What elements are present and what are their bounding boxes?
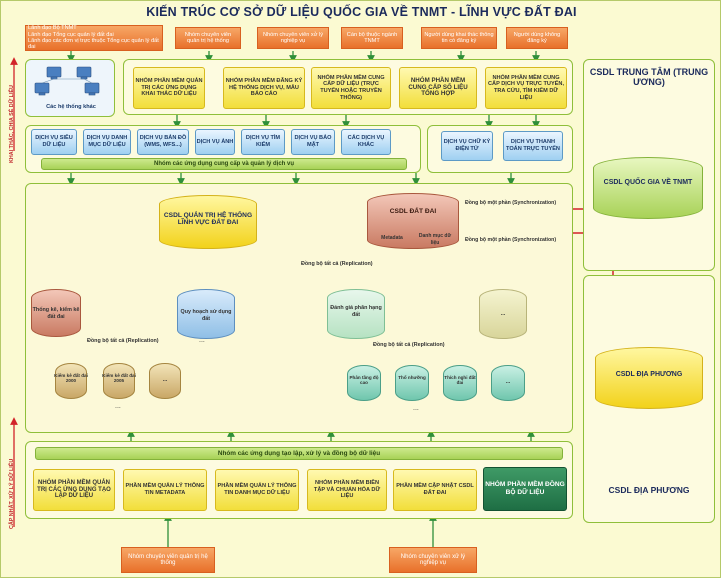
user-anonymous: Người dùng không đăng ký — [506, 27, 568, 49]
local-db-cylinder — [595, 347, 703, 409]
db-planning — [177, 289, 235, 339]
software-edit: NHÓM PHẦN MỀM BIÊN TẬP VÀ CHUẨN HÓA DỮ L… — [307, 469, 387, 511]
db-kiemke-2000-label: Kiểm kê đất đai 2000 — [54, 373, 88, 384]
db-soil-label: Thổ nhưỡng — [398, 375, 426, 380]
db-other-label: ... — [500, 311, 506, 317]
other-systems-panel: Các hệ thống khác — [25, 59, 115, 117]
replication-label-left: Đồng bộ tất cả (Replication) — [87, 338, 159, 344]
db-kiemke-2000 — [55, 363, 87, 399]
service-map: DỊCH VỤ BẢN ĐỒ (WMS, WFS...) — [137, 129, 189, 155]
ellipsis-danhgia: ... — [413, 405, 419, 412]
db-elevation-label: Phân tầng độ cao — [349, 375, 379, 386]
db-kiemke-2005-label: Kiểm kê đất đai 2005 — [102, 373, 136, 384]
page-title: KIẾN TRÚC CƠ SỞ DỮ LIỆU QUỐC GIA VỀ TNMT… — [146, 5, 577, 19]
db-elevation — [347, 365, 381, 401]
local-db-label: CSDL ĐỊA PHƯƠNG — [615, 371, 683, 378]
db-planning-label: Quy hoạch sử dụng đất — [180, 309, 232, 322]
db-eval-other-label: ... — [505, 379, 511, 385]
land-db-metadata: Metadata — [381, 235, 403, 241]
bottom-user-specialist: Nhóm chuyên viên xử lý nghiệp vụ — [389, 547, 477, 573]
central-db-title: CSDL TRUNG TÂM (TRUNG ƯƠNG) — [589, 67, 709, 87]
db-kiemke-other-label: ... — [162, 377, 168, 383]
software-metadata: PHẦN MỀM QUẢN LÝ THÔNG TIN METADATA — [123, 469, 207, 511]
db-kiemke-2005 — [103, 363, 135, 399]
db-other — [479, 289, 527, 339]
software-create-admin: NHÓM PHẦN MỀM QUẢN TRỊ CÁC ỨNG DỤNG TẠO … — [33, 469, 115, 511]
software-sync: NHÓM PHẦN MỀM ĐỒNG BỘ DỮ LIỆU — [483, 467, 567, 511]
db-soil — [395, 365, 429, 401]
software-data-supply: NHÓM PHẦN MỀM CUNG CẤP DỮ LIỆU (TRỰC TUY… — [311, 67, 391, 109]
service-payment: DỊCH VỤ THANH TOÁN TRỰC TUYẾN — [503, 131, 563, 161]
computer-icons — [34, 66, 100, 96]
db-kiemke-other — [149, 363, 181, 399]
service-metadata: DỊCH VỤ SIÊU DỮ LIỆU — [31, 129, 77, 155]
db-suitability-label: Thích nghi đất đai — [444, 375, 476, 386]
national-db-cylinder — [593, 157, 703, 219]
software-online: NHÓM PHẦN MỀM CUNG CẤP DỊCH VỤ TRỰC TUYẾ… — [485, 67, 567, 109]
land-db-catalog: Danh mục dữ liệu — [418, 233, 452, 246]
software-summary: NHÓM PHẦN MỀM CUNG CẤP SỐ LIỆU TỔNG HỢP — [399, 67, 477, 109]
software-update: PHẦN MỀM CẬP NHẬT CSDL ĐẤT ĐAI — [393, 469, 477, 511]
user-staff: Cán bộ thuộc ngành TNMT — [341, 27, 403, 49]
replication-label-right: Đồng bộ tất cả (Replication) — [373, 342, 445, 348]
admin-db-label: CSDL QUẢN TRỊ HỆ THỐNG LĨNH VỰC ĐẤT ĐAI — [163, 212, 253, 226]
user-registered: Người dùng khai thác thông tin có đăng k… — [421, 27, 497, 49]
ellipsis-planning: ... — [199, 337, 205, 344]
replication-label-main: Đồng bộ tất cả (Replication) — [301, 261, 373, 267]
software-register: NHÓM PHẦN MỀM ĐĂNG KÝ HỆ THỐNG DỊCH VỤ, … — [223, 67, 305, 109]
software-catalog: PHẦN MỀM QUẢN LÝ THÔNG TIN DANH MỤC DỮ L… — [215, 469, 299, 511]
db-statistics-label: Thống kê, kiểm kê đất đai — [32, 307, 80, 320]
ellipsis-kiemke: ... — [115, 403, 121, 410]
db-eval-other — [491, 365, 525, 401]
services-bar: Nhóm các ứng dụng cung cấp và quản lý dị… — [41, 158, 407, 170]
service-other: CÁC DỊCH VỤ KHÁC — [341, 129, 391, 155]
national-db-label: CSDL QUỐC GIA VỀ TNMT — [603, 179, 693, 186]
db-assessment-label: Đánh giá phân hạng đất — [330, 305, 382, 318]
sync-label-out: Đồng bộ một phần (Synchronization) — [465, 200, 557, 206]
service-esign: DỊCH VỤ CHỮ KÝ ĐIỆN TỬ — [441, 131, 493, 161]
land-db-cylinder — [367, 193, 459, 249]
land-db-title: CSDL ĐẤT ĐAI — [389, 208, 437, 215]
service-catalog: DỊCH VỤ DANH MỤC DỮ LIỆU — [83, 129, 131, 155]
service-security: DỊCH VỤ BẢO MẬT — [291, 129, 335, 155]
bottom-user-sysadmin: Nhóm chuyên viên quản trị hệ thống — [121, 547, 215, 573]
other-systems-label: Các hệ thống khác — [46, 104, 96, 110]
side-label-bottom: CẬP NHẬT, XỬ LÝ DỮ LIỆU — [9, 458, 15, 529]
service-image: DỊCH VỤ ẢNH — [195, 129, 235, 155]
bottom-bar: Nhóm các ứng dụng tạo lập, xử lý và đồng… — [35, 447, 563, 460]
admin-db-cylinder — [159, 195, 257, 249]
local-db-title: CSDL ĐỊA PHƯƠNG — [608, 485, 690, 495]
side-label-top: KHAI THÁC, CHIA SẺ DỮ LIỆU — [9, 85, 15, 163]
db-assessment — [327, 289, 385, 339]
sync-label-in: Đồng bộ một phần (Synchronization) — [465, 237, 557, 243]
software-admin-apps: NHÓM PHẦN MỀM QUẢN TRỊ CÁC ỨNG DỤNG KHAI… — [133, 67, 205, 109]
user-specialist: Nhóm chuyên viên xử lý nghiệp vụ — [257, 27, 329, 49]
db-suitability — [443, 365, 477, 401]
db-statistics — [31, 289, 81, 337]
user-sysadmin: Nhóm chuyên viên quản trị hệ thống — [175, 27, 241, 49]
service-search: DỊCH VỤ TÌM KIẾM — [241, 129, 285, 155]
